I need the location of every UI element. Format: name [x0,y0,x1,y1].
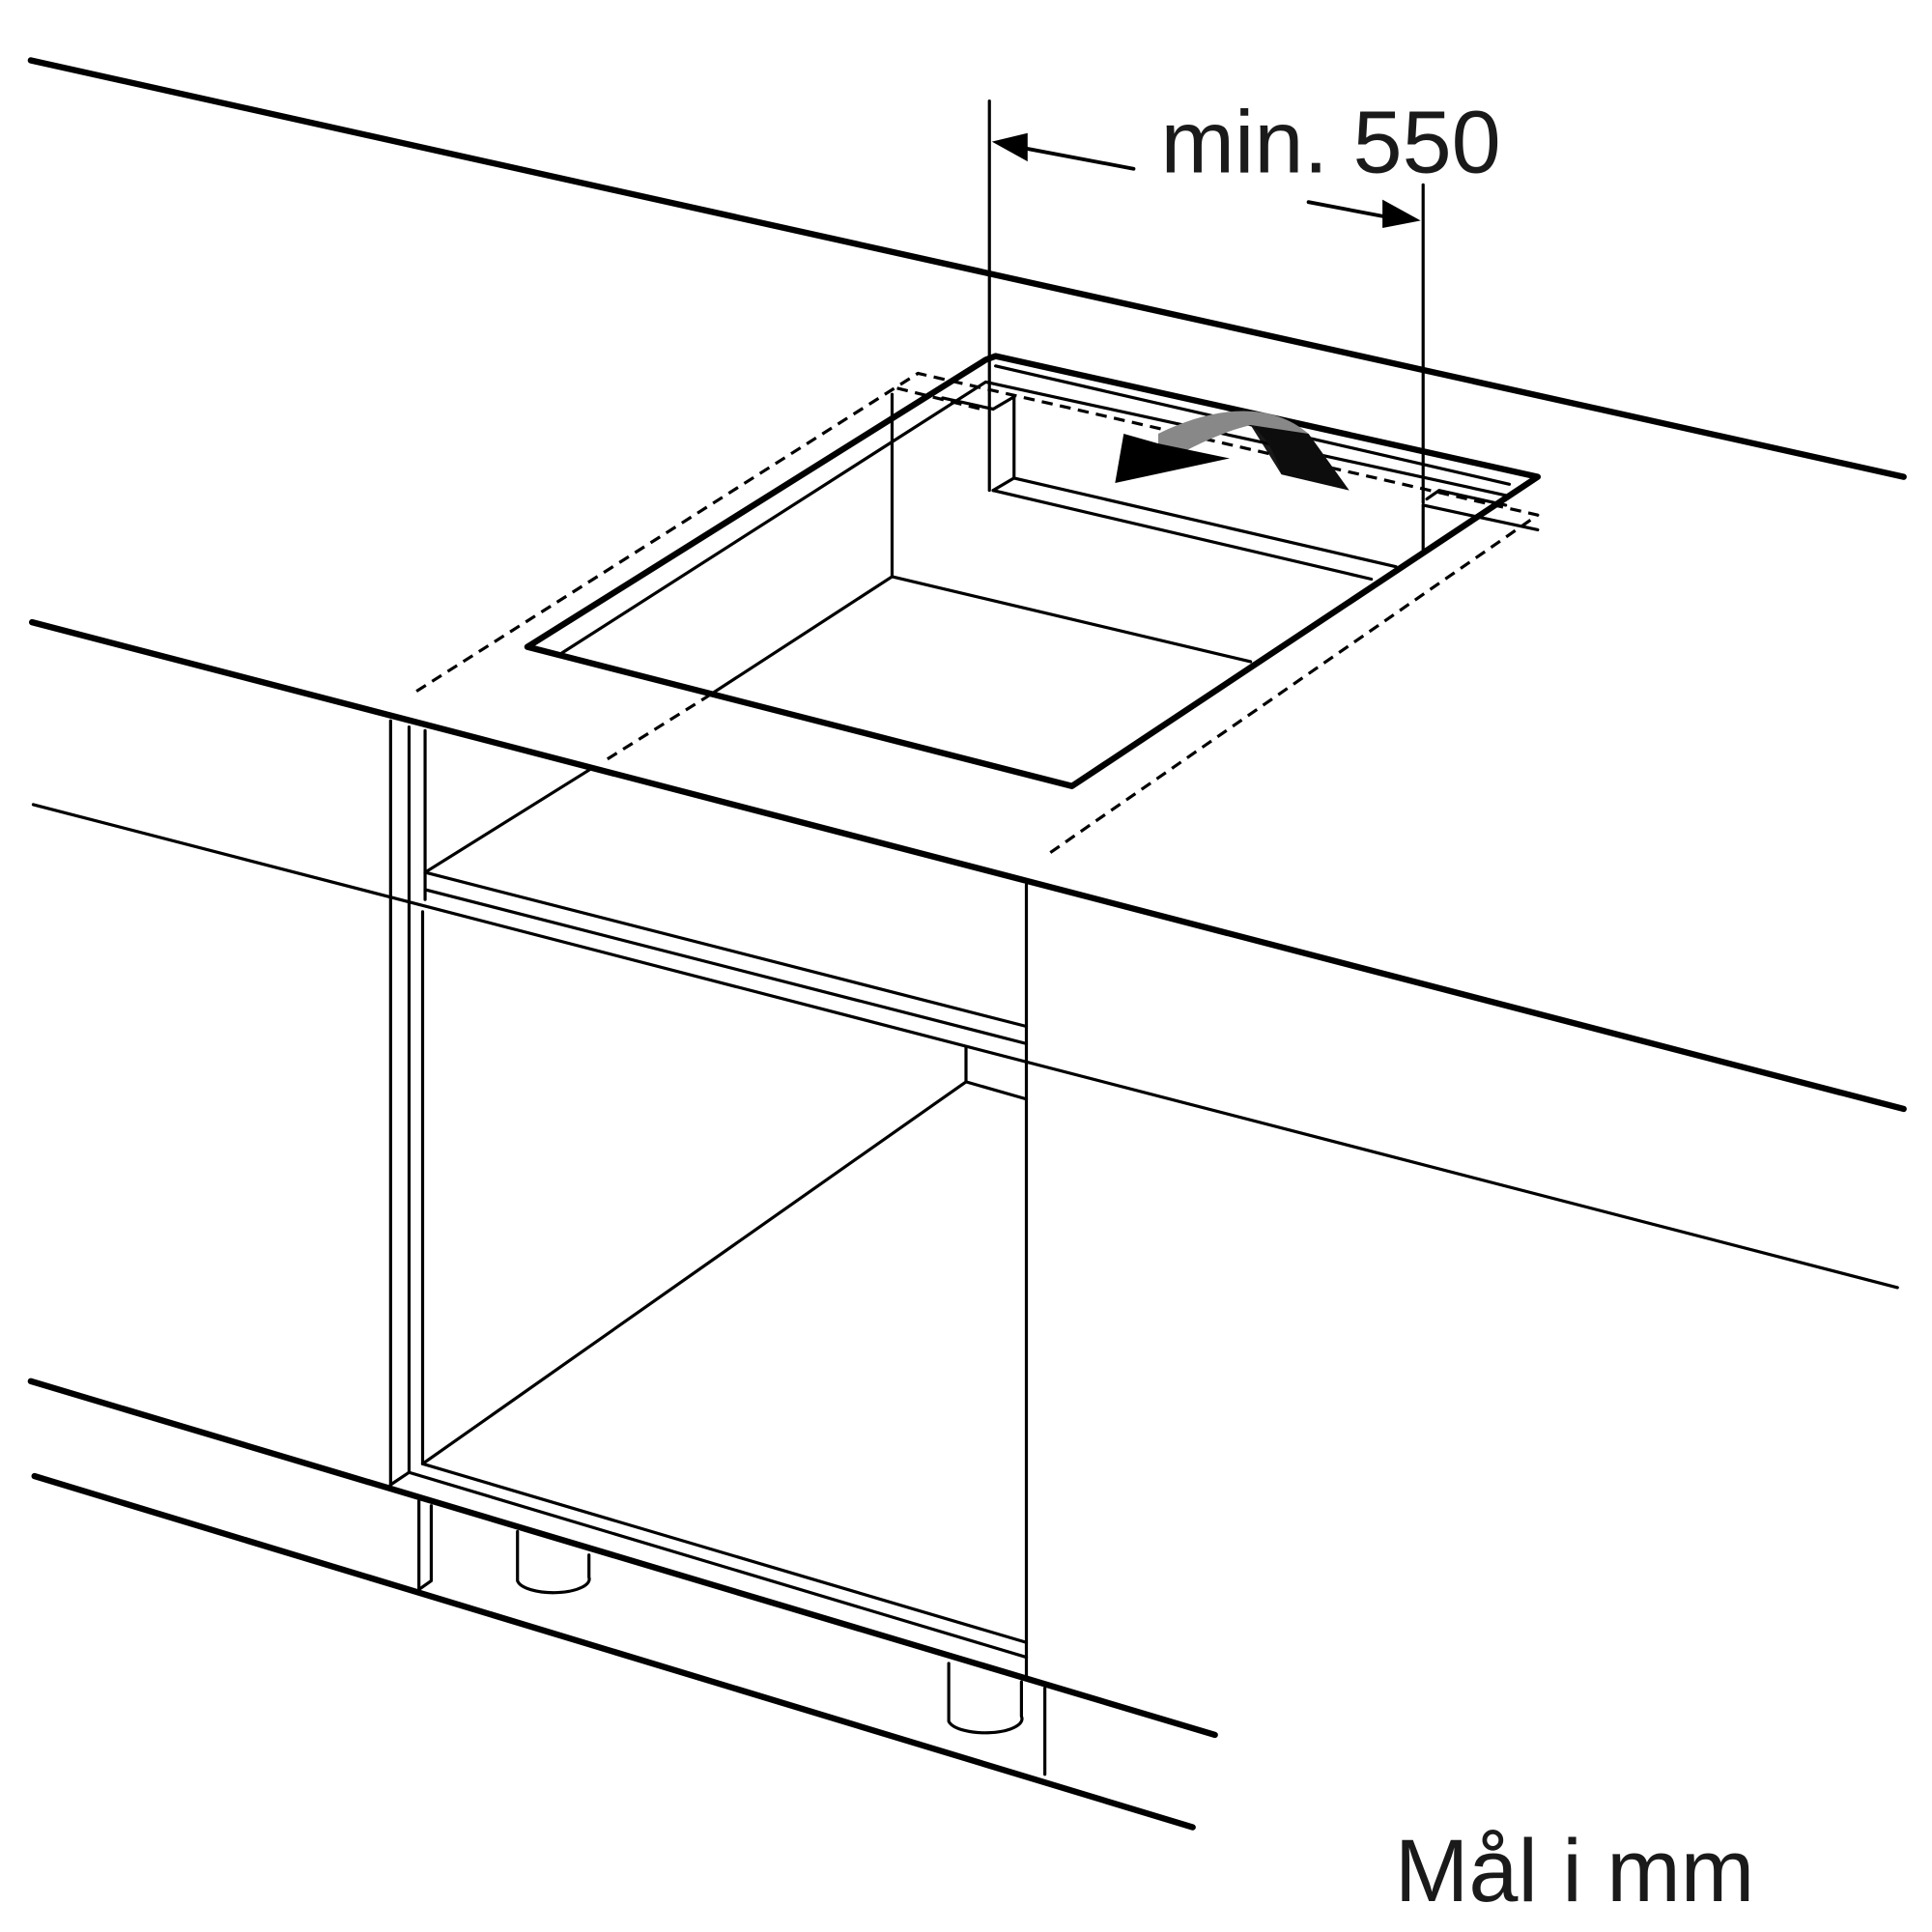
dimension-line-left [1020,146,1136,171]
cutout [524,353,1542,789]
worktop-edges [27,57,1907,1831]
units-note: Mål i mm [1395,1822,1754,1920]
arrowhead-right-icon [1382,199,1421,228]
dimension-min-550: min. 550 [987,94,1501,505]
cabinet [388,719,1047,1776]
feet [516,1529,1024,1735]
dimension-label: min. 550 [1161,94,1501,192]
arrowhead-left-icon [991,132,1028,162]
rotate-arrow-icon [1115,411,1350,491]
dimension-line-right [1306,200,1388,219]
hob-outline-dashed [415,371,1540,858]
